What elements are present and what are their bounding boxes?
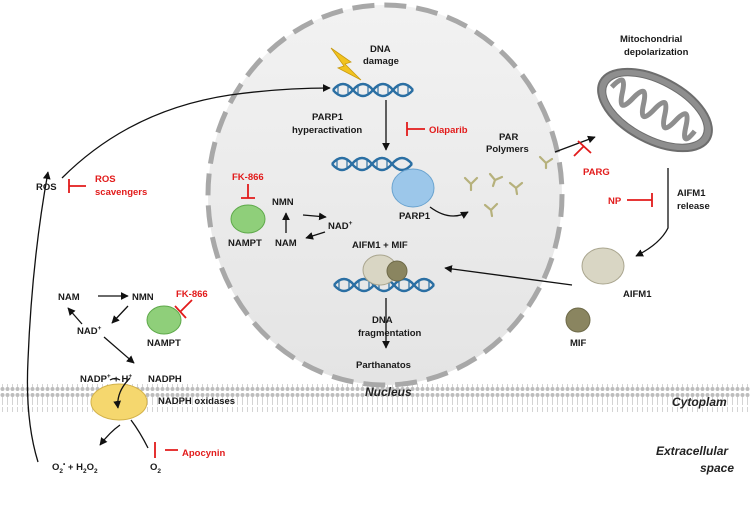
par-polymers — [463, 155, 554, 218]
label-dna-frag-1: DNA — [372, 315, 393, 326]
label-np: NP — [608, 196, 622, 207]
label-dna-damage-2: damage — [363, 56, 399, 67]
label-mito-1: Mitochondrial — [620, 34, 682, 45]
label-fk866-nucleus: FK-866 — [232, 172, 264, 183]
dna-helix-top — [332, 82, 414, 98]
label-parg: PARG — [583, 167, 610, 178]
label-aifm1-release-1: AIFM1 — [677, 188, 706, 199]
label-aifm1-release-2: release — [677, 201, 710, 212]
label-superoxide-h2o2: O2• + H2O2 — [52, 461, 98, 475]
label-nadp: NADP+ + H+ — [80, 373, 132, 385]
label-nad-nucleus: NAD+ — [328, 220, 353, 232]
inhibitor-bars — [68, 122, 653, 458]
label-nmn-nucleus: NMN — [272, 197, 294, 208]
label-apocynin: Apocynin — [182, 448, 225, 459]
label-olaparib: Olaparib — [429, 125, 468, 136]
label-extracellular-2: space — [700, 461, 734, 475]
mif-protein-nucleus — [386, 260, 408, 282]
mif-protein-cytoplasm — [565, 307, 591, 333]
label-parthanatos: Parthanatos — [356, 360, 411, 371]
label-nampt-cytoplasm: NAMPT — [147, 338, 181, 349]
nucleus — [205, 2, 565, 388]
label-nadph: NADPH — [148, 374, 182, 385]
label-nam-nucleus: NAM — [275, 238, 297, 249]
labels: DNA damage PARP1 hyperactivation Olapari… — [36, 34, 734, 475]
parp1-protein — [391, 168, 435, 208]
label-mito-2: depolarization — [624, 47, 689, 58]
label-nucleus: Nucleus — [365, 385, 412, 399]
lightning-icon — [330, 47, 362, 81]
label-o2: O2 — [150, 462, 161, 475]
mitochondrion — [597, 67, 713, 153]
label-cytoplasm: Cytoplam — [672, 395, 727, 409]
label-mif: MIF — [570, 338, 587, 349]
label-parp1-hyper-2: hyperactivation — [292, 125, 362, 136]
label-ros-scavengers-2: scavengers — [95, 187, 147, 198]
label-nampt-nucleus: NAMPT — [228, 238, 262, 249]
label-fk866-cytoplasm: FK-866 — [176, 289, 208, 300]
label-dna-damage-1: DNA — [370, 44, 391, 55]
label-parp1: PARP1 — [399, 211, 431, 222]
label-aifm1: AIFM1 — [623, 289, 652, 300]
dna-helix-parp1 — [331, 156, 413, 172]
nampt-protein-nucleus — [230, 204, 266, 234]
label-parp1-hyper-1: PARP1 — [312, 112, 344, 123]
label-ros-scavengers-1: ROS — [95, 174, 116, 185]
label-ros: ROS — [36, 182, 57, 193]
pathway-arrows — [26, 84, 669, 463]
label-nadph-oxidases: NADPH oxidases — [158, 396, 235, 407]
nampt-protein-cytoplasm — [146, 305, 182, 335]
label-par-polymers-1: PAR — [499, 132, 518, 143]
label-extracellular-1: Extracellular — [656, 444, 729, 458]
label-nmn-cytoplasm: NMN — [132, 292, 154, 303]
label-dna-frag-2: fragmentation — [358, 328, 422, 339]
nadph-oxidase-protein — [90, 383, 148, 421]
aifm1-protein-cytoplasm — [581, 247, 625, 285]
label-nad-cytoplasm: NAD+ — [77, 325, 102, 337]
label-aifm1-mif: AIFM1 + MIF — [352, 240, 408, 251]
label-par-polymers-2: Polymers — [486, 144, 529, 155]
label-nam-cytoplasm: NAM — [58, 292, 80, 303]
